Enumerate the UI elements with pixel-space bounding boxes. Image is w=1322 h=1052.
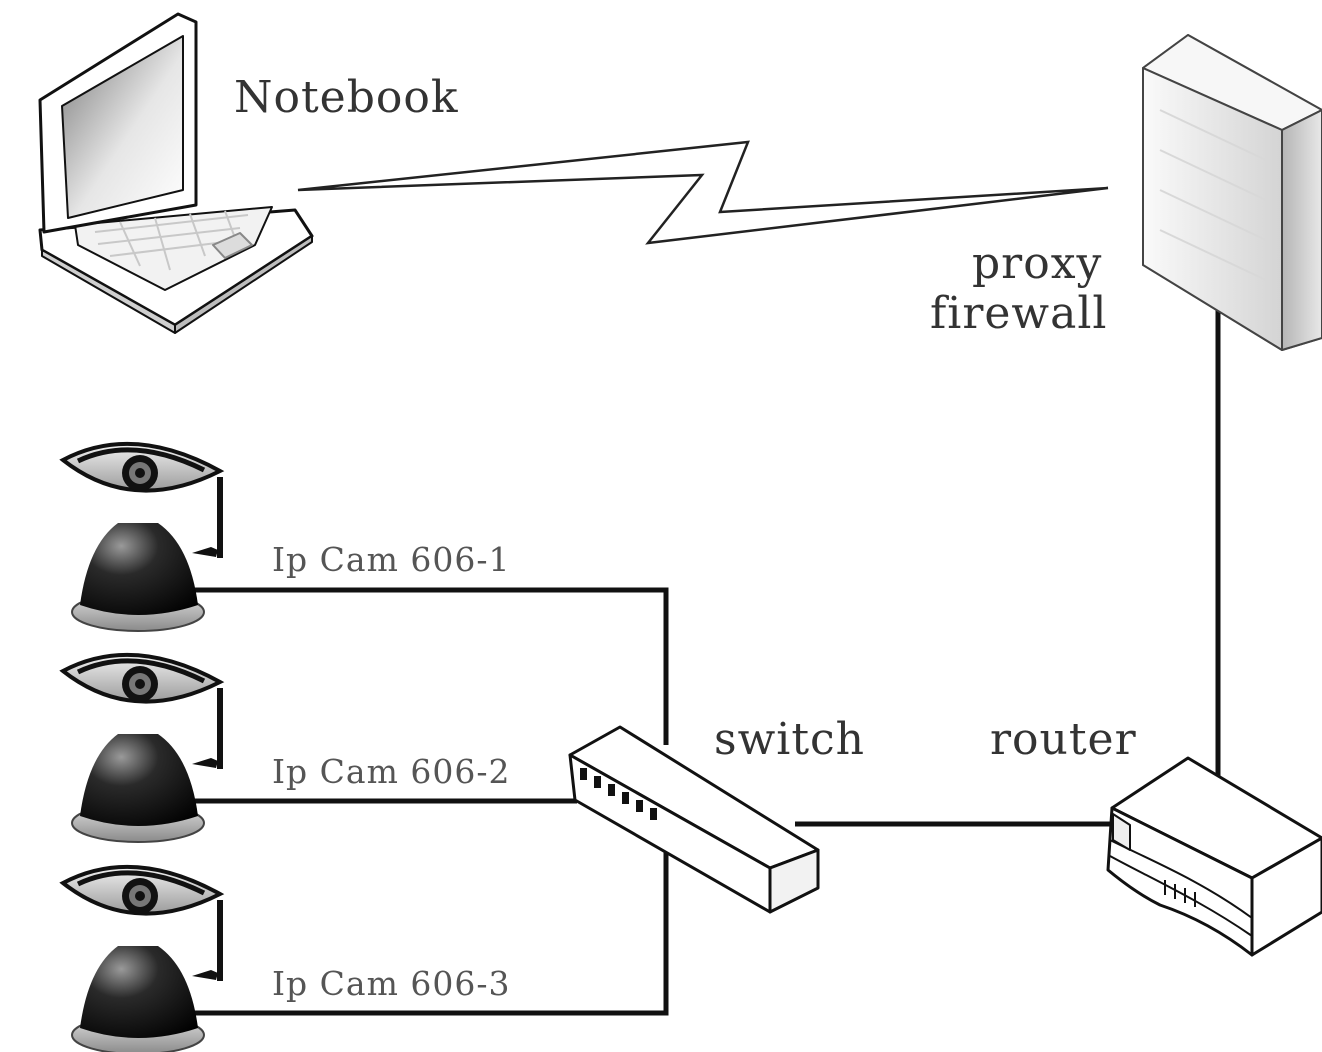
ip-camera-icon [63,444,220,631]
wireless-link [297,140,1109,245]
link-cam1-switch [190,587,669,745]
ip-camera-icon [63,655,220,842]
laptop-icon [38,12,314,334]
notebook-label: Notebook [234,72,459,123]
cam1-label: Ip Cam 606-1 [272,540,511,579]
router-label: router [990,714,1137,765]
router-icon [1106,756,1322,957]
cam3-label: Ip Cam 606-3 [272,964,511,1003]
connection-lines [190,305,1221,1016]
link-cam3-switch [190,848,669,1016]
server-tower-icon [1142,34,1322,351]
proxy-label: proxy [972,238,1103,289]
network-switch-icon [568,725,820,914]
firewall-label: firewall [930,288,1108,339]
cam2-label: Ip Cam 606-2 [272,752,511,791]
ip-camera-icon [63,867,220,1052]
switch-label: switch [714,714,865,765]
